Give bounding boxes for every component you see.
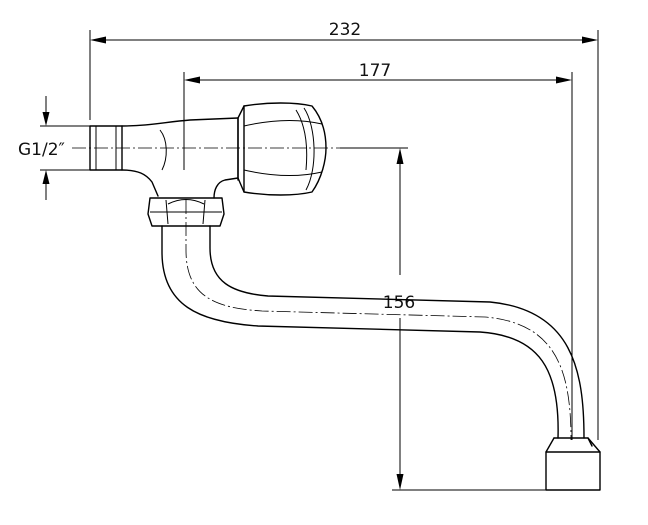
dimension-height: 156 [340, 147, 600, 491]
overall-width-label: 232 [329, 20, 361, 40]
aerator-outlet [545, 437, 601, 491]
reach-label: 177 [359, 61, 391, 81]
spout [161, 200, 585, 441]
thread-label: G1/2″ [18, 140, 65, 160]
dimension-overall-width: 232 [89, 20, 599, 440]
valve-body [121, 117, 239, 199]
valve-handle [237, 102, 327, 196]
dimension-reach: 177 [183, 61, 573, 440]
height-label: 156 [383, 293, 415, 313]
threaded-inlet [89, 125, 123, 171]
dimension-thread: G1/2″ [18, 96, 92, 200]
